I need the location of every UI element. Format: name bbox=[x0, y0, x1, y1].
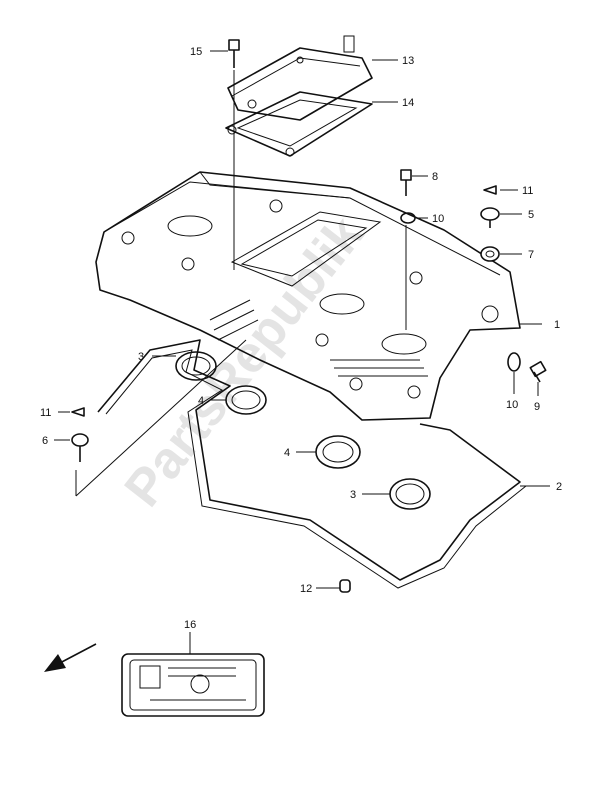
callout-8: 8 bbox=[432, 171, 438, 183]
plug-gasket-3a bbox=[175, 351, 217, 381]
callout-10: 10 bbox=[506, 399, 518, 411]
washer-10b bbox=[507, 352, 521, 372]
callout-10: 10 bbox=[432, 213, 444, 225]
callout-2: 2 bbox=[556, 481, 562, 493]
callout-11: 11 bbox=[522, 185, 533, 197]
callout-4: 4 bbox=[284, 447, 290, 459]
callout-13: 13 bbox=[402, 55, 414, 67]
cap-nut-5 bbox=[480, 207, 500, 228]
callout-11: 11 bbox=[40, 407, 51, 419]
callout-6: 6 bbox=[42, 435, 48, 447]
plug-9 bbox=[529, 360, 547, 383]
callout-5: 5 bbox=[528, 209, 534, 221]
cap-11b bbox=[71, 407, 85, 417]
washer-10a bbox=[400, 212, 416, 224]
direction-arrow bbox=[44, 643, 97, 672]
callout-7: 7 bbox=[528, 249, 534, 261]
callout-12: 12 bbox=[300, 583, 312, 595]
callout-15: 15 bbox=[190, 46, 202, 58]
label-plate-16 bbox=[121, 653, 265, 717]
plug-gasket-4b bbox=[315, 435, 361, 469]
plug-gasket-3b bbox=[389, 478, 431, 510]
watermark: PartsRepublik bbox=[114, 206, 375, 517]
cap-11a bbox=[483, 185, 497, 195]
bolt-8 bbox=[400, 169, 412, 196]
bolt-15 bbox=[228, 39, 240, 68]
callout-3: 3 bbox=[350, 489, 356, 501]
callout-4: 4 bbox=[198, 395, 204, 407]
assembly-line bbox=[75, 339, 247, 497]
grommet-7 bbox=[480, 246, 500, 262]
leader-lines bbox=[54, 50, 550, 654]
cap-12 bbox=[339, 579, 351, 593]
callout-3: 3 bbox=[138, 351, 144, 363]
breather-cover bbox=[227, 35, 373, 121]
cylinder-head-cover bbox=[95, 171, 521, 421]
callout-1: 1 bbox=[554, 319, 560, 331]
callout-14: 14 bbox=[402, 97, 414, 109]
breather-gasket bbox=[225, 91, 373, 157]
bolt-6 bbox=[71, 433, 89, 462]
cover-gasket bbox=[97, 339, 527, 589]
callout-9: 9 bbox=[534, 401, 540, 413]
callout-16: 16 bbox=[184, 619, 196, 631]
